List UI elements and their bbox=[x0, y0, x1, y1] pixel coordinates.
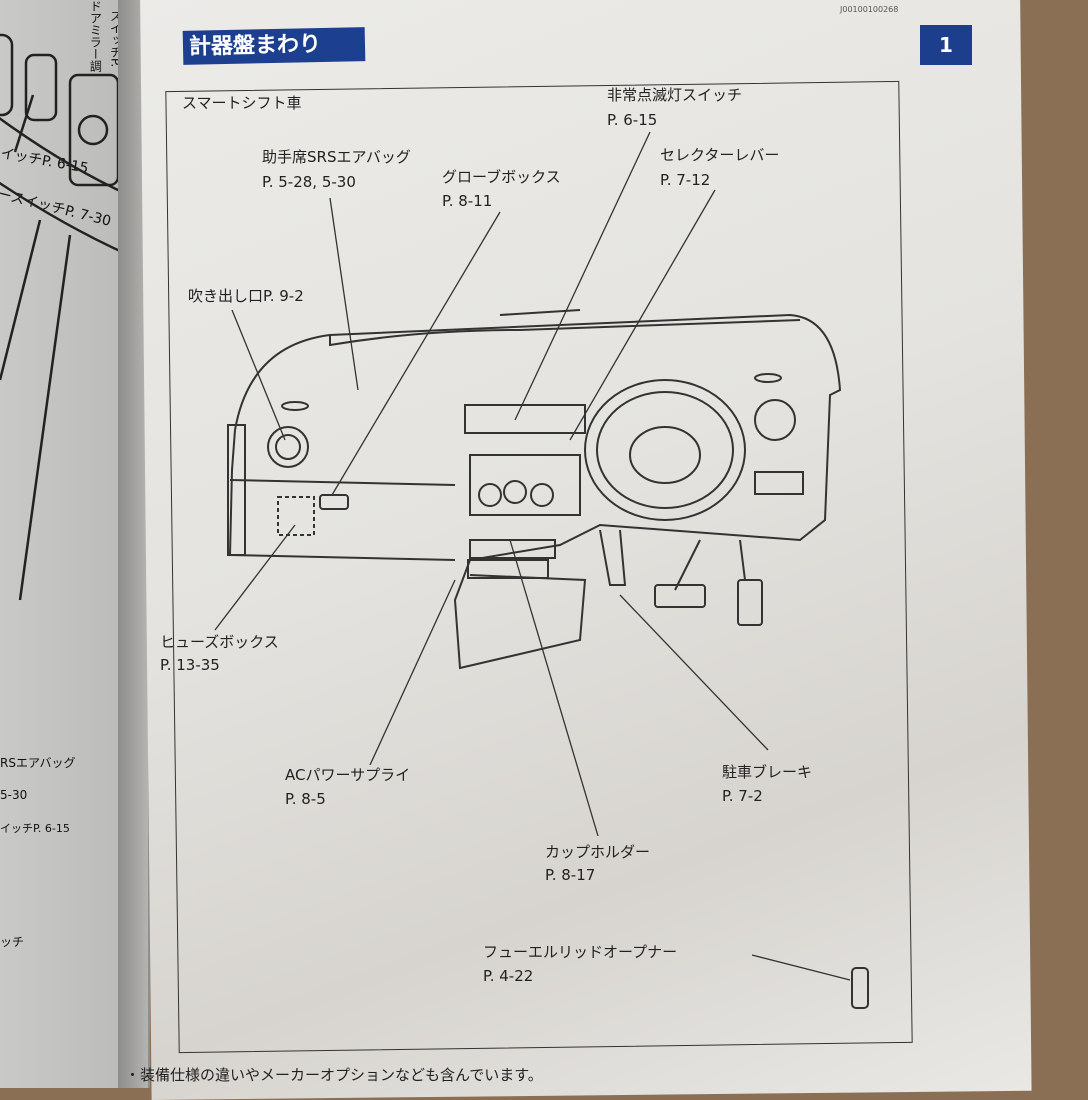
footer-note: ・装備仕様の違いやメーカーオプションなども含んでいます。 bbox=[125, 1066, 543, 1084]
callout-vent: 吹き出し口P. 9-2 bbox=[188, 287, 304, 305]
leader-ac-power bbox=[369, 579, 456, 766]
left-label: 5-30 bbox=[0, 788, 28, 802]
leader-hazard bbox=[514, 131, 651, 421]
callout-fusebox: ヒューズボックス bbox=[160, 633, 279, 651]
leader-parking-brake bbox=[619, 594, 769, 751]
callout-fuel-lid: フューエルリッドオープナー bbox=[483, 943, 678, 961]
callout-cup-holder-page[interactable]: P. 8-17 bbox=[545, 866, 596, 884]
callout-airbag: 助手席SRSエアバッグ bbox=[262, 148, 411, 166]
leader-vent bbox=[231, 309, 286, 441]
left-label: ッチ bbox=[0, 935, 25, 949]
leader-fuel-lid bbox=[751, 954, 851, 981]
leader-lines bbox=[214, 131, 851, 981]
callout-hazard: 非常点滅灯スイッチ bbox=[607, 86, 743, 104]
callout-ac-power-page[interactable]: P. 8-5 bbox=[285, 790, 326, 808]
callout-parking-brake: 駐車ブレーキ bbox=[722, 763, 813, 781]
callout-fusebox-page[interactable]: P. 13-35 bbox=[160, 656, 220, 674]
callout-selector-page[interactable]: P. 7-12 bbox=[660, 171, 711, 189]
left-label: ドアミラー調 bbox=[88, 0, 103, 72]
variant-label: スマートシフト車 bbox=[182, 94, 302, 112]
section-tab[interactable]: 1 bbox=[920, 25, 972, 65]
doc-code: J00100100268 bbox=[840, 5, 899, 14]
left-label: イッチP. 6-15 bbox=[0, 822, 70, 835]
callout-parking-brake-page[interactable]: P. 7-2 bbox=[722, 787, 763, 805]
leader-airbag bbox=[329, 197, 359, 391]
callout-ac-power: ACパワーサプライ bbox=[285, 766, 411, 784]
callout-fuel-lid-page[interactable]: P. 4-22 bbox=[483, 967, 534, 985]
callout-hazard-page[interactable]: P. 6-15 bbox=[607, 111, 658, 129]
leader-fusebox bbox=[214, 524, 296, 631]
callout-airbag-page[interactable]: P. 5-28, 5-30 bbox=[262, 173, 356, 191]
callout-cup-holder: カップホルダー bbox=[545, 843, 651, 861]
callout-glovebox-page[interactable]: P. 8-11 bbox=[442, 192, 493, 210]
leader-glovebox bbox=[331, 211, 501, 496]
leader-selector bbox=[569, 189, 716, 441]
left-label: RSエアバッグ bbox=[0, 756, 76, 770]
leader-cup-holder bbox=[509, 539, 599, 837]
callout-glovebox: グローブボックス bbox=[442, 168, 561, 186]
callout-selector: セレクターレバー bbox=[660, 146, 780, 164]
